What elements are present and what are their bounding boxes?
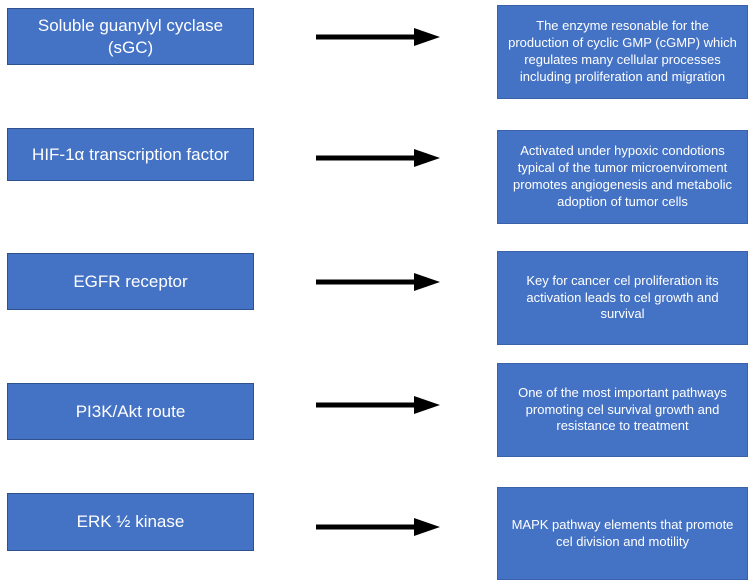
term-label: Soluble guanylyl cyclase (sGC) xyxy=(37,16,224,57)
arrow-right-icon xyxy=(316,149,440,167)
term-label: PI3K/Akt route xyxy=(75,401,186,421)
term-box-hif1a: HIF-1α transcription factor xyxy=(7,128,254,181)
term-label: HIF-1α transcription factor xyxy=(32,144,229,164)
description-box-pi3k-akt: One of the most important pathways promo… xyxy=(497,363,748,457)
description-text: One of the most important pathways promo… xyxy=(518,384,727,434)
term-label: ERK ½ kinase xyxy=(76,512,185,532)
arrow-right-icon xyxy=(316,396,440,414)
term-box-pi3k-akt: PI3K/Akt route xyxy=(7,383,254,440)
description-box-sgc: The enzyme resonable for the production … xyxy=(497,5,748,99)
description-text: Key for cancer cel proliferation its act… xyxy=(526,272,719,322)
term-label: EGFR receptor xyxy=(73,271,188,291)
description-text: The enzyme resonable for the production … xyxy=(508,18,737,84)
description-box-hif1a: Activated under hypoxic condotions typic… xyxy=(497,130,748,224)
arrow-right-icon xyxy=(316,518,440,536)
description-text: MAPK pathway elements that promote cel d… xyxy=(511,516,734,549)
term-box-sgc: Soluble guanylyl cyclase (sGC) xyxy=(7,8,254,65)
arrow-right-icon xyxy=(316,273,440,291)
description-box-egfr: Key for cancer cel proliferation its act… xyxy=(497,251,748,345)
arrow-right-icon xyxy=(316,28,440,46)
description-box-erk: MAPK pathway elements that promote cel d… xyxy=(497,487,748,580)
description-text: Activated under hypoxic condotions typic… xyxy=(513,143,732,209)
term-box-egfr: EGFR receptor xyxy=(7,253,254,310)
term-box-erk: ERK ½ kinase xyxy=(7,493,254,551)
